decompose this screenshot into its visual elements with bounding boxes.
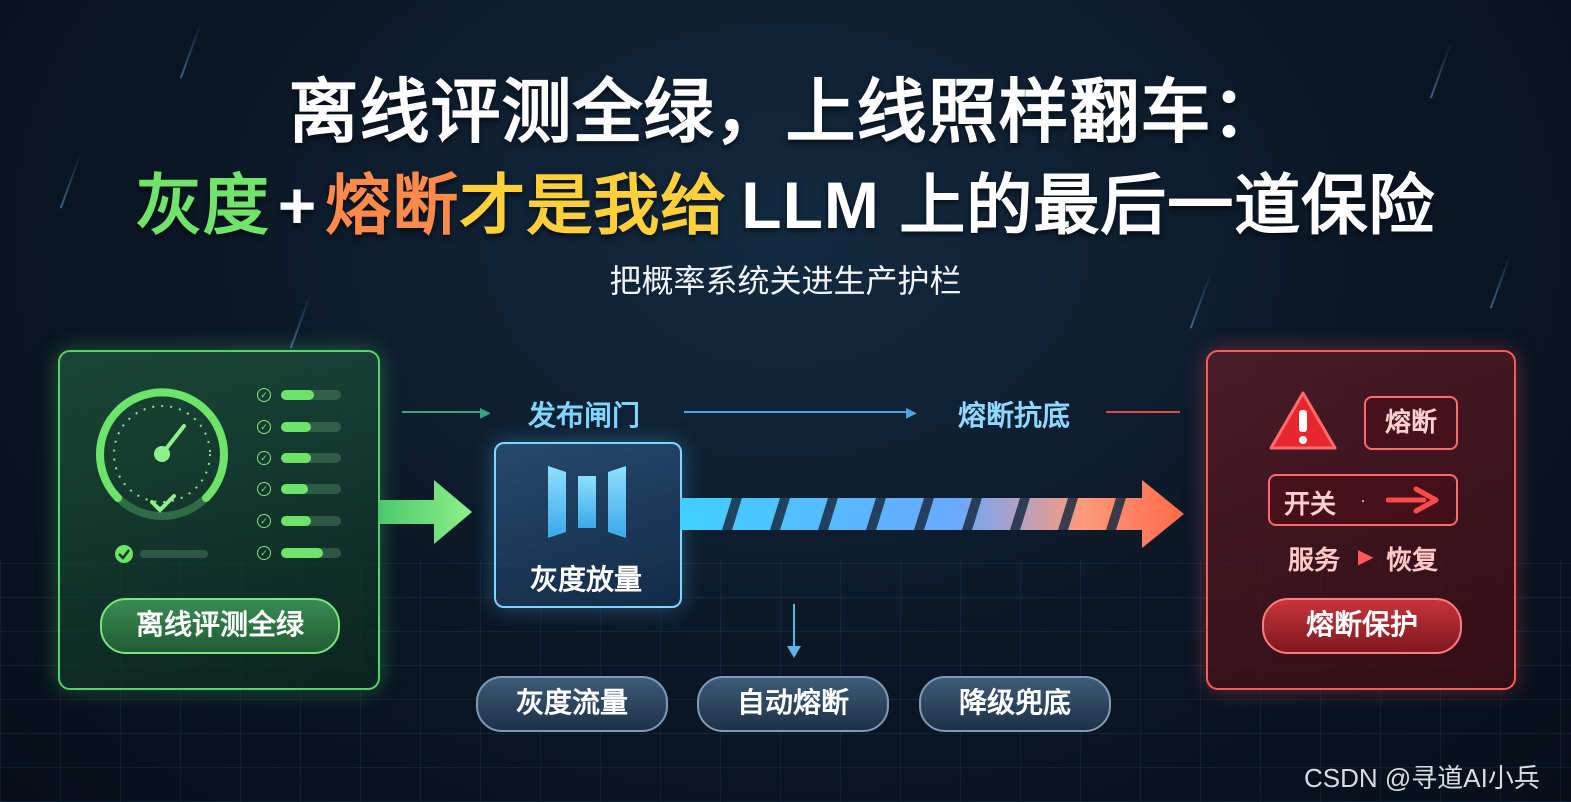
- check-item: ✓: [257, 388, 345, 402]
- check-bar-fill: [281, 484, 308, 494]
- service-label: 服务: [1288, 545, 1341, 575]
- title-llm-insurance: LLM 上的最后一道保险: [741, 168, 1436, 242]
- connector-arrowhead: ▶: [906, 404, 917, 420]
- pill-auto-fuse: 自动熔断: [697, 676, 889, 732]
- gate-icon: [548, 466, 626, 538]
- subtitle: 把概率系统关进生产护栏: [609, 263, 962, 299]
- check-icon: ✓: [257, 514, 271, 528]
- switch-label: 开关: [1284, 489, 1337, 519]
- arrow-right-icon: [1386, 486, 1439, 514]
- warning-icon: [1269, 391, 1337, 450]
- play-triangle-icon: ▶: [1358, 546, 1374, 568]
- check-bar: [281, 548, 341, 558]
- title-line-1: 离线评测全绿，上线照样翻车：: [288, 73, 1283, 151]
- check-bar-fill: [281, 390, 314, 400]
- switch-box: [1268, 474, 1458, 526]
- check-bar: [281, 453, 341, 463]
- connector-line: [684, 411, 910, 413]
- release-gate-label: 发布闸门: [528, 400, 641, 431]
- check-icon: ✓: [257, 388, 271, 402]
- title-circuit-breaker: 熔断: [325, 168, 460, 242]
- connector-line: [1106, 411, 1180, 413]
- traffic-flow-arrow-icon: [680, 480, 1184, 548]
- check-item: ✓: [257, 514, 345, 528]
- check-item: ✓: [257, 482, 345, 496]
- title-is-what-i-give: 才是我给: [459, 168, 728, 242]
- check-icon: ✓: [257, 420, 271, 434]
- check-item: ✓: [257, 420, 345, 434]
- gauge-icon: [96, 388, 228, 520]
- pill-gray-traffic: 灰度流量: [476, 676, 668, 732]
- check-bar-fill: [281, 548, 323, 558]
- connector-arrowhead: ▶: [480, 404, 491, 420]
- green-arrow-icon: [378, 480, 472, 544]
- watermark: CSDN @寻道AI小兵: [1304, 763, 1540, 793]
- fuse-tag: 熔断: [1364, 396, 1458, 450]
- title-plus: +: [277, 168, 318, 242]
- circuit-breaker-protection-badge: 熔断保护: [1262, 598, 1462, 654]
- connector-line: [402, 411, 484, 413]
- check-bar: [281, 516, 341, 526]
- check-bar-fill: [281, 422, 311, 432]
- pass-check-icon: [115, 545, 208, 563]
- switch-dot: ·: [1360, 490, 1366, 510]
- check-bar: [281, 390, 341, 400]
- gray-release-label: 灰度放量: [529, 564, 642, 595]
- check-icon: ✓: [257, 451, 271, 465]
- check-bar-fill: [281, 453, 311, 463]
- check-icon: ✓: [257, 546, 271, 560]
- check-item: ✓: [257, 546, 345, 560]
- check-item: ✓: [257, 451, 345, 465]
- check-bar-fill: [281, 516, 311, 526]
- pill-degrade-fallback: 降级兜底: [919, 676, 1111, 732]
- title-gray-release: 灰度: [135, 168, 270, 242]
- check-icon: ✓: [257, 482, 271, 496]
- down-arrow-icon: [787, 604, 801, 658]
- recover-label: 恢复: [1386, 545, 1439, 575]
- fuse-fallback-label: 熔断抗底: [958, 400, 1071, 431]
- offline-eval-green-badge: 离线评测全绿: [100, 598, 340, 654]
- check-bar: [281, 484, 341, 494]
- check-bar: [281, 422, 341, 432]
